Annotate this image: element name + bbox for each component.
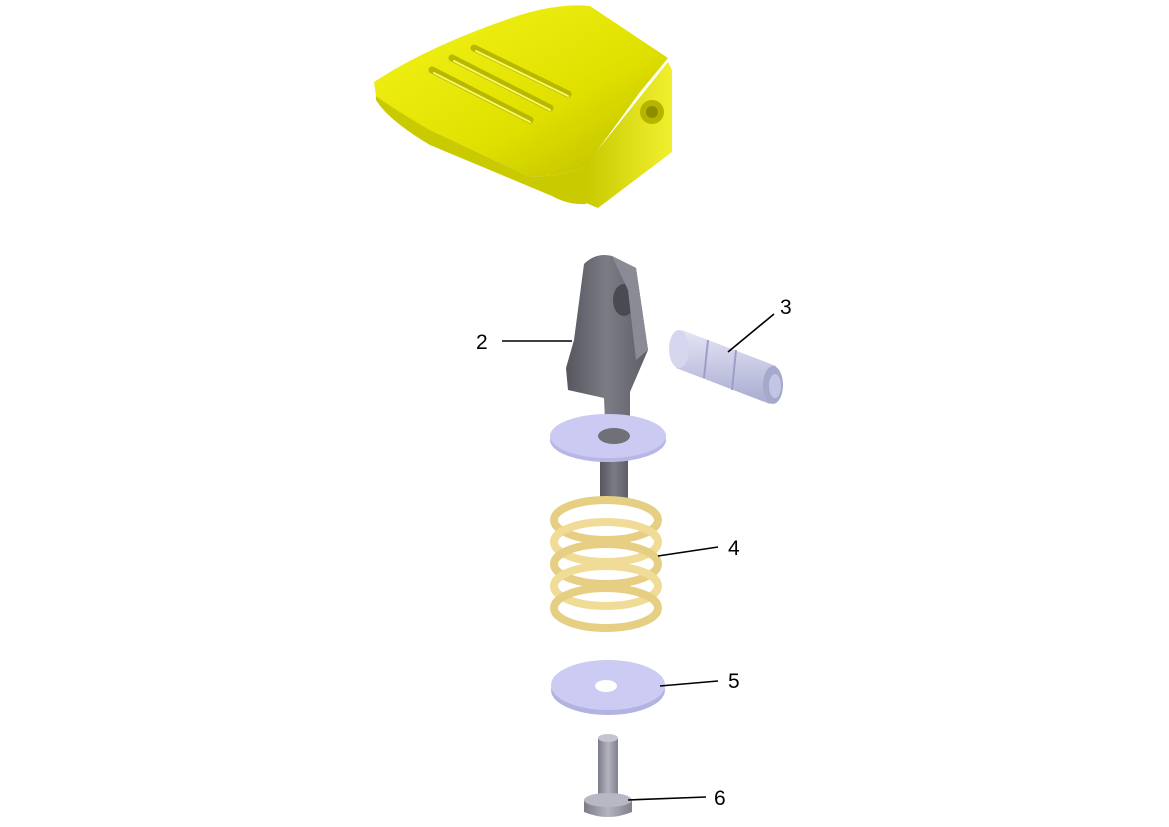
callout-3: 3: [727, 296, 792, 353]
leader-line: [657, 546, 719, 557]
callout-6: 6: [627, 787, 726, 810]
spring-part: [550, 496, 662, 632]
lever-part: [566, 255, 648, 500]
pin-part: [669, 330, 783, 404]
callout-label: 6: [714, 787, 726, 810]
callout-4: 4: [657, 537, 740, 560]
callout-2: 2: [476, 331, 572, 354]
callout-label: 5: [728, 670, 740, 693]
housing-part: [374, 5, 672, 208]
bolt-part: [584, 734, 632, 817]
callout-label: 2: [476, 331, 488, 354]
callout-label: 4: [728, 537, 740, 560]
upper-washer-part: [550, 414, 666, 462]
leader-line: [727, 313, 775, 353]
leader-line: [627, 796, 707, 801]
callout-5: 5: [659, 670, 740, 693]
lower-washer-part: [551, 660, 665, 715]
callout-label: 3: [780, 296, 792, 319]
leader-line: [659, 680, 719, 687]
